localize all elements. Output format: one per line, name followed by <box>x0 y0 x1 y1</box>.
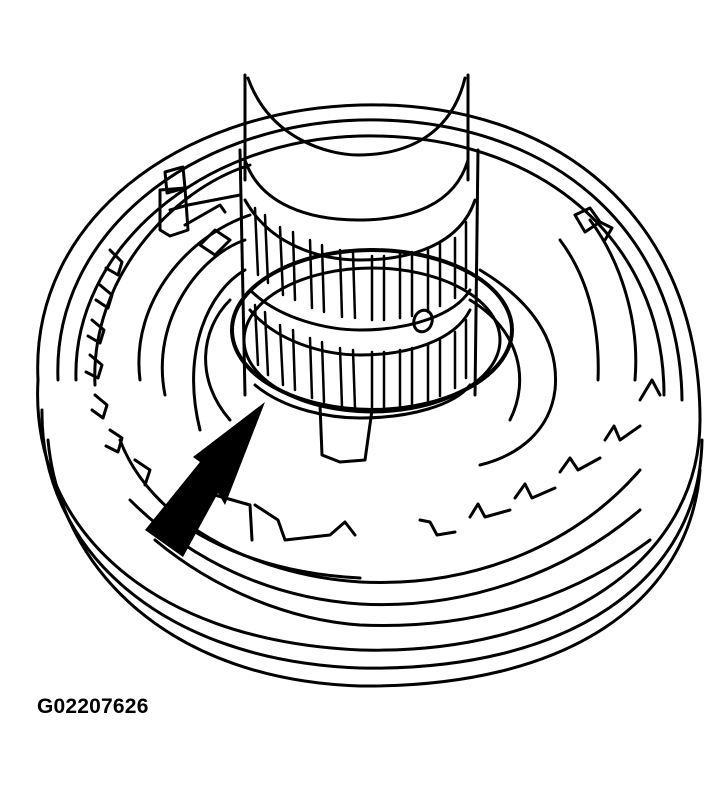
outer-drum-rims <box>38 105 702 686</box>
inner-face <box>139 215 636 465</box>
input-shaft <box>245 75 468 220</box>
upper-spline-teeth <box>255 208 466 320</box>
locating-tab <box>160 167 240 255</box>
right-tab <box>575 208 612 240</box>
lower-spline-teeth <box>255 305 466 410</box>
splined-hub <box>240 150 478 418</box>
callout-arrow <box>145 402 265 557</box>
figure-id-label: G02207626 <box>37 695 149 718</box>
left-teeth <box>86 250 150 485</box>
